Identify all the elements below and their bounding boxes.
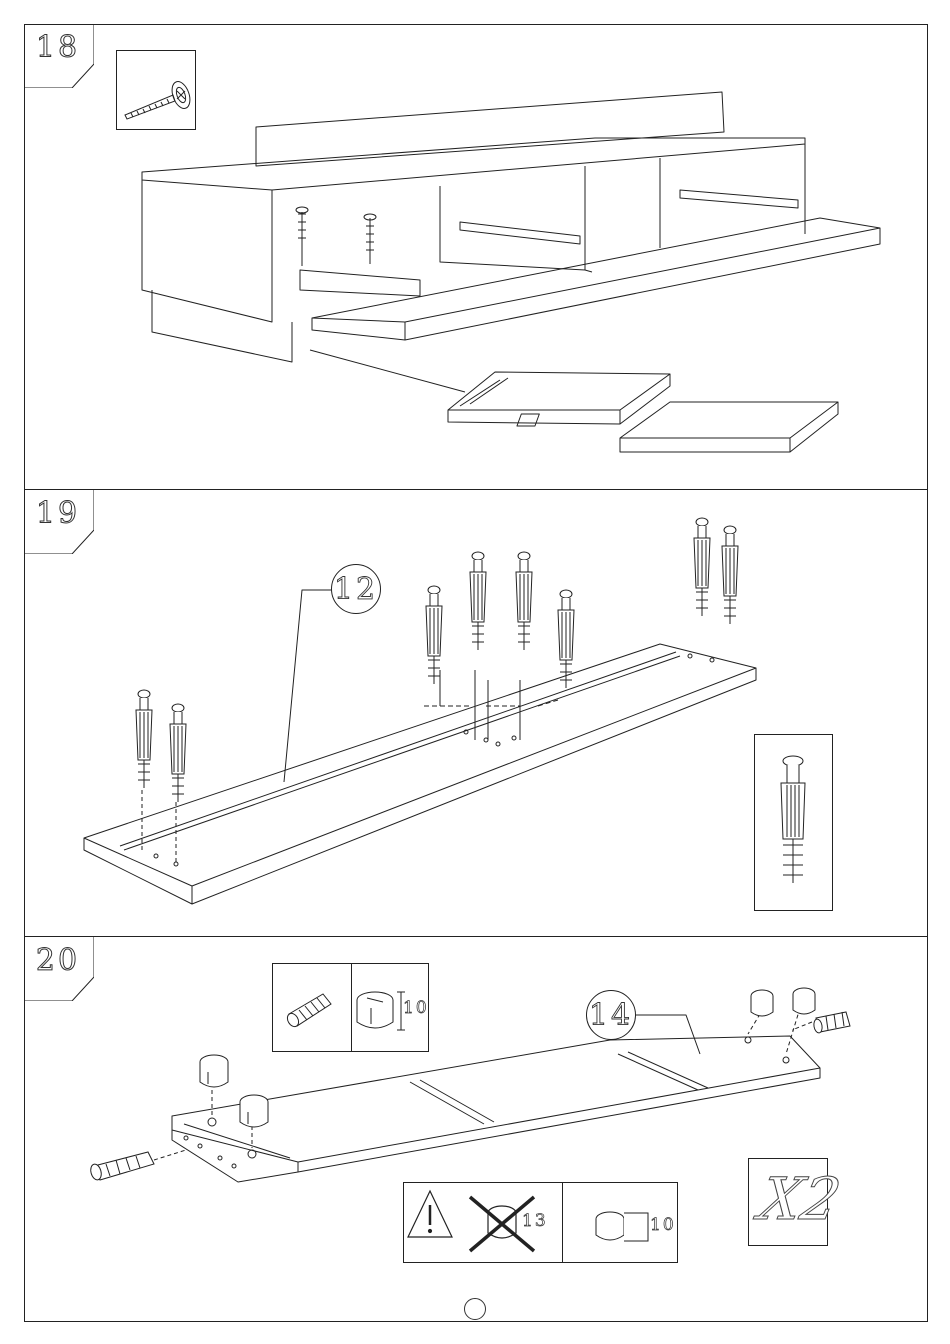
- page-number: [464, 1298, 486, 1320]
- dimension-label: 13: [522, 1211, 548, 1231]
- warning-detail-box: 13 10: [403, 1182, 678, 1263]
- quantity-multiplier: X2: [754, 1165, 847, 1233]
- quantity-box: X2: [748, 1158, 828, 1246]
- dimension-label: 10: [650, 1215, 676, 1235]
- box-divider: [562, 1183, 563, 1262]
